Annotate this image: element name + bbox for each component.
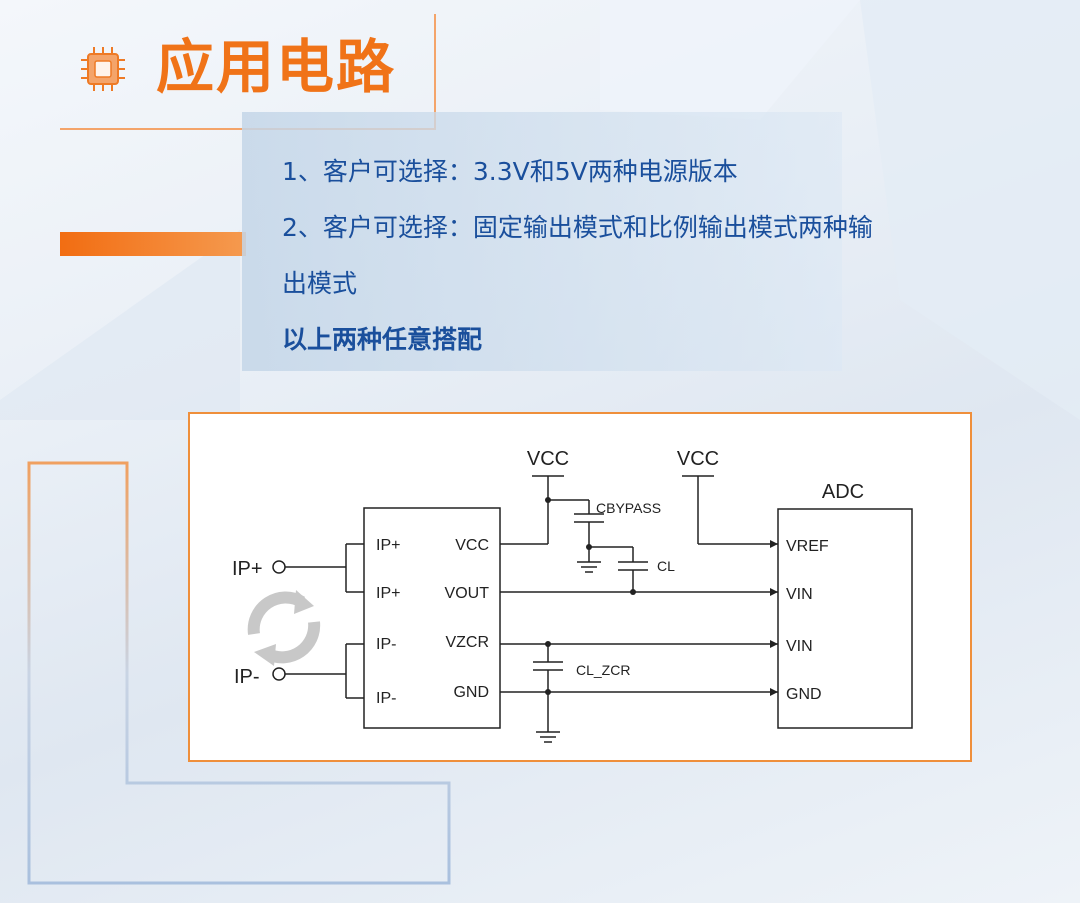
option-line-2a: 2、客户可选择：固定输出模式和比例输出模式两种输 [282,213,873,242]
chip-pin-ip-plus-1: IP+ [376,537,400,554]
ip-minus-label: IP- [234,666,260,688]
adc-pin-gnd: GND [786,686,822,703]
option-line-1: 1、客户可选择：3.3V和5V两种电源版本 [282,157,738,186]
chip-icon [81,47,125,91]
current-loop-icon [247,591,321,664]
chip-pin-ip-minus-1: IP- [376,636,396,653]
decorative-frame [27,461,451,885]
vcc-left-label: VCC [527,448,569,470]
adc-label: ADC [822,481,864,503]
ip-plus-terminal-icon [272,560,286,574]
page-title: 应用电路 [156,33,397,101]
chip-pin-ip-minus-2: IP- [376,690,396,707]
option-line-2b: 出模式 [282,269,358,298]
adc-block [777,508,913,729]
circuit-diagram-frame: VCC VCC ADC CBYPASS CL CL_ZCR IP+ IP- IP… [188,412,972,762]
option-summary: 以上两种任意搭配 [282,325,483,354]
chip-pin-vout: VOUT [445,585,490,602]
adc-pin-vin-2: VIN [786,638,813,655]
circuit-diagram: VCC VCC ADC CBYPASS CL CL_ZCR IP+ IP- IP… [232,448,913,743]
adc-pin-vin-1: VIN [786,586,813,603]
sensor-chip [363,507,501,729]
cbypass-label: CBYPASS [596,500,661,516]
ip-minus-terminal-icon [272,667,286,681]
cl-label: CL [657,558,675,574]
chip-pin-vzcr: VZCR [445,634,489,651]
adc-pin-vref: VREF [786,538,829,555]
ip-plus-label: IP+ [232,558,263,580]
cl-zcr-label: CL_ZCR [576,662,630,678]
vcc-right-label: VCC [677,448,719,470]
chip-pin-gnd: GND [453,684,489,701]
text-panel [242,112,842,371]
chip-pin-ip-plus-2: IP+ [376,585,400,602]
chip-pin-vcc: VCC [455,537,489,554]
accent-bar [60,232,246,256]
